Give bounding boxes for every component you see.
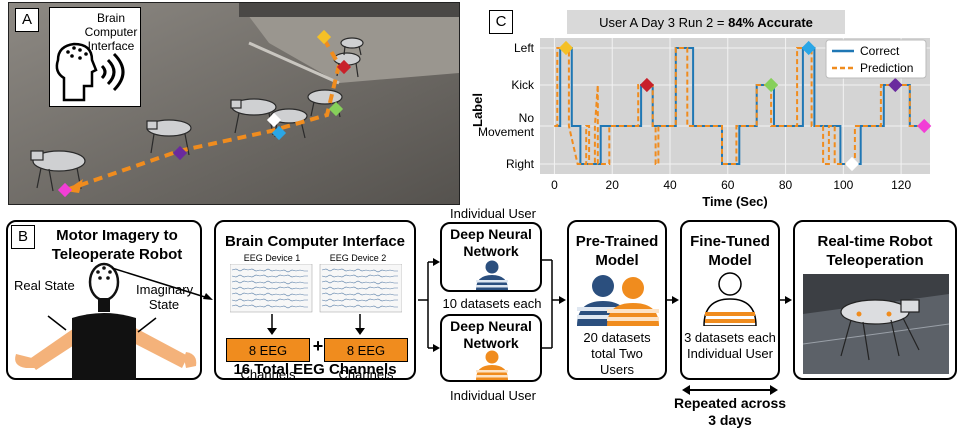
- total-eeg-channels: 16 Total EEG Channels: [233, 361, 397, 378]
- teleop-box: Real-time Robot Teleoperation: [793, 220, 957, 380]
- legend-prediction: Prediction: [860, 61, 913, 75]
- eeg-device-1-label: EEG Device 1: [243, 253, 301, 263]
- marker-yellow: [316, 29, 332, 45]
- eeg-device-2-label: EEG Device 2: [329, 253, 387, 263]
- marker-green: [328, 101, 344, 117]
- panel-letter-a: A: [15, 8, 39, 32]
- imaginary-state-label: Imaginary State: [136, 282, 194, 312]
- marker-red: [336, 59, 352, 75]
- series-prediction-line: [554, 47, 925, 165]
- single-user-icon: [703, 272, 757, 326]
- finetuned-desc: 3 datasets each Individual User: [684, 330, 776, 361]
- pretrained-box: Pre-Trained Model 20 datasets total Two …: [567, 220, 667, 380]
- x-tick-20: 20: [606, 178, 620, 192]
- robot-trajectory-photo: A Brain Computer Interface: [8, 2, 460, 205]
- dnn-title-bottom: Deep Neural Network: [450, 318, 532, 351]
- x-tick-0: 0: [551, 178, 558, 192]
- label-timeline-chart: User A Day 3 Run 2 = 84% Accurate LeftKi…: [470, 10, 932, 209]
- bci-inset: Brain Computer Interface: [49, 7, 141, 107]
- dnn-individual-user-top: Individual User: [450, 206, 536, 221]
- robot-7: [340, 37, 364, 56]
- x-axis-label: Time (Sec): [702, 194, 768, 209]
- repeated-label: Repeated across 3 days: [673, 395, 787, 428]
- person-icon-orange: [476, 350, 508, 380]
- dnn-individual-user-bottom: Individual User: [450, 388, 536, 403]
- marker-white: [266, 112, 282, 128]
- imaginary-arm: [120, 324, 188, 368]
- pretrained-title: Pre-Trained Model: [575, 233, 659, 269]
- y-tick-0: Left: [514, 41, 535, 55]
- trajectory-path: [68, 38, 342, 191]
- robot-1: [30, 150, 86, 192]
- marker-point-6: [917, 118, 932, 134]
- x-tick-80: 80: [779, 178, 793, 192]
- motor-imagery-title: Motor Imagery to Teleoperate Robot: [51, 227, 183, 263]
- chart-title: User A Day 3 Run 2 = 84% Accurate: [599, 15, 813, 30]
- robot-5: [307, 89, 343, 118]
- x-tick-60: 60: [721, 178, 735, 192]
- robot-dogs: [30, 37, 364, 192]
- repeated-arrow: [682, 385, 778, 395]
- y-axis-label: Label: [470, 93, 485, 127]
- trajectory-markers: [57, 29, 352, 198]
- pretrained-desc: 20 datasets total Two Users: [583, 330, 651, 377]
- legend-correct: Correct: [860, 44, 900, 58]
- motor-imagery-box: B Motor Imagery to Teleoperate Robot Rea…: [6, 220, 202, 380]
- two-users-icon: [577, 275, 659, 326]
- person-icon-blue: [476, 260, 508, 290]
- eeg-channels-2: 8 EEG Channels: [324, 338, 408, 382]
- robot-photo: [803, 274, 949, 374]
- bci-inset-label: Brain Computer Interface: [84, 11, 138, 53]
- real-state-label: Real State: [14, 278, 75, 293]
- y-tick-1: Kick: [511, 78, 535, 92]
- datasets-each-label: 10 datasets each: [442, 296, 542, 311]
- x-tick-labels: 0 20 40 60 80 100 120: [551, 178, 911, 192]
- finetuned-box: Fine-Tuned Model 3 datasets each Individ…: [680, 220, 780, 380]
- marker-point-4: [844, 156, 860, 172]
- marker-blue: [271, 125, 287, 141]
- gridlines: [540, 38, 930, 174]
- person-figure: [15, 262, 197, 380]
- teleop-title: Real-time Robot Teleoperation: [817, 233, 933, 269]
- x-tick-120: 120: [891, 178, 911, 192]
- x-tick-100: 100: [833, 178, 853, 192]
- marker-purple: [172, 145, 188, 161]
- head-signal-icon: [55, 42, 125, 102]
- eeg-signals: [230, 264, 402, 313]
- chart-title-bg: [567, 10, 845, 34]
- y-tick-2: No: [519, 111, 535, 125]
- marker-point-0: [558, 40, 574, 56]
- bci-box: Brain Computer Interface EEG Device 1 EE…: [214, 220, 416, 382]
- plus-sign: +: [312, 336, 324, 356]
- dnn-box-bottom: Deep Neural Network: [440, 314, 542, 382]
- y-tick-3: Movement: [478, 125, 535, 139]
- dnn-box-top: Deep Neural Network: [440, 222, 542, 292]
- x-tick-40: 40: [663, 178, 677, 192]
- torso: [72, 313, 136, 380]
- eeg-channels-1: 8 EEG Channels: [226, 338, 310, 382]
- robot-dog-closeup: [840, 299, 920, 361]
- chart-legend: Correct Prediction: [825, 39, 927, 79]
- bci-title: Brain Computer Interface: [224, 233, 406, 250]
- finetuned-title: Fine-Tuned Model: [690, 233, 770, 269]
- y-tick-4: Right: [506, 157, 535, 171]
- panel-letter-b: B: [11, 225, 35, 249]
- dnn-title-top: Deep Neural Network: [450, 226, 532, 259]
- robot-2: [146, 119, 192, 156]
- channel-arrows: [267, 314, 365, 335]
- panel-letter-c: C: [489, 10, 513, 34]
